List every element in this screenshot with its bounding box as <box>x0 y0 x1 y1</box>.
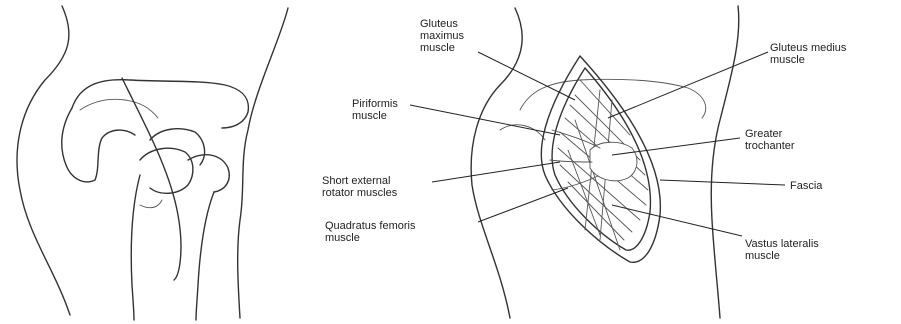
right-body-outline-front <box>471 8 522 318</box>
label-gluteus-medius: Gluteus medius muscle <box>770 42 846 66</box>
label-gluteus-maximus: Gluteus maximus muscle <box>420 18 464 54</box>
label-piriformis: Piriformis muscle <box>352 98 398 122</box>
left-body-outline-front <box>17 6 70 315</box>
left-body-outline-back <box>238 8 288 318</box>
label-short-external-rotator: Short external rotator muscles <box>322 175 397 199</box>
label-vastus-lateralis: Vastus lateralis muscle <box>745 238 819 262</box>
lesser-trochanter <box>140 200 162 208</box>
label-fascia: Fascia <box>790 180 822 192</box>
right-body-outline-back <box>711 6 739 318</box>
femur-shaft-back <box>196 192 214 320</box>
femoral-head <box>140 148 193 193</box>
acetabulum-socket <box>150 129 205 165</box>
femur-shaft-front <box>131 175 140 320</box>
left-hip-skeleton-view <box>17 6 288 320</box>
right-pelvis-crest <box>520 79 706 118</box>
right-surgical-exposure-view <box>471 6 739 318</box>
leader-quadratus-femoris <box>478 188 568 222</box>
leader-fascia <box>660 180 785 185</box>
label-greater-trochanter: Greater trochanter <box>745 128 795 152</box>
short-rotator-band <box>550 160 592 162</box>
pelvis-inner-line <box>80 99 158 118</box>
leader-gluteus-medius <box>608 52 768 118</box>
leader-greater-trochanter <box>612 138 740 155</box>
greater-trochanter-region <box>590 142 637 181</box>
leader-piriformis <box>410 105 560 135</box>
pelvis-ischium <box>62 108 135 182</box>
greater-trochanter-bone <box>188 155 229 192</box>
leader-short-rotators <box>432 162 560 182</box>
pelvis-iliac-crest <box>72 80 248 128</box>
label-quadratus-femoris: Quadratus femoris muscle <box>325 220 415 244</box>
